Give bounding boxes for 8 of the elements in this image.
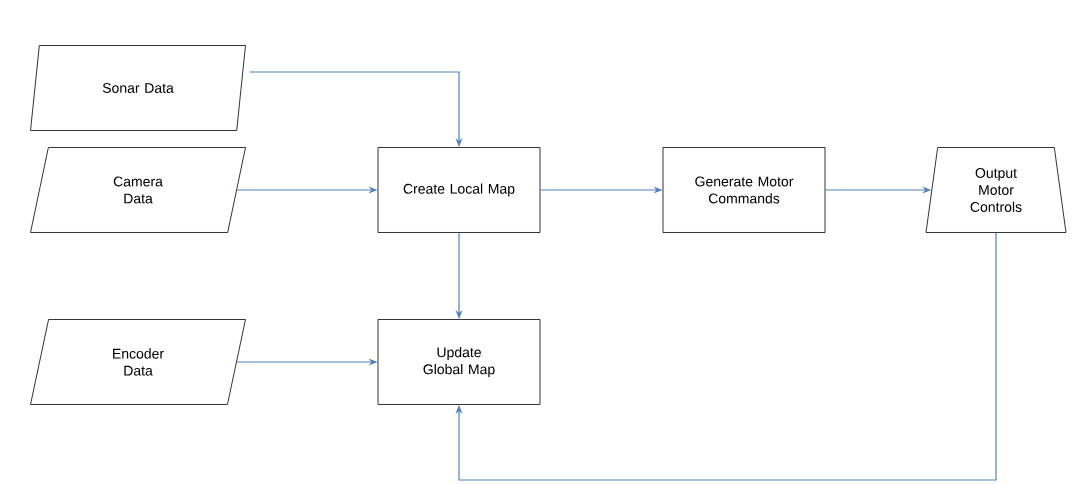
- input-parallelogram: Encoder Data: [30, 319, 246, 405]
- process-box: Update Global Map: [377, 319, 541, 405]
- arrow: [455, 232, 997, 481]
- output-trapezoid: Output Motor Controls: [925, 147, 1067, 233]
- process-box: Create Local Map: [377, 147, 541, 233]
- input-parallelogram: Camera Data: [30, 147, 246, 233]
- input-parallelogram: Sonar Data: [30, 45, 246, 131]
- process-box: Generate Motor Commands: [662, 147, 826, 233]
